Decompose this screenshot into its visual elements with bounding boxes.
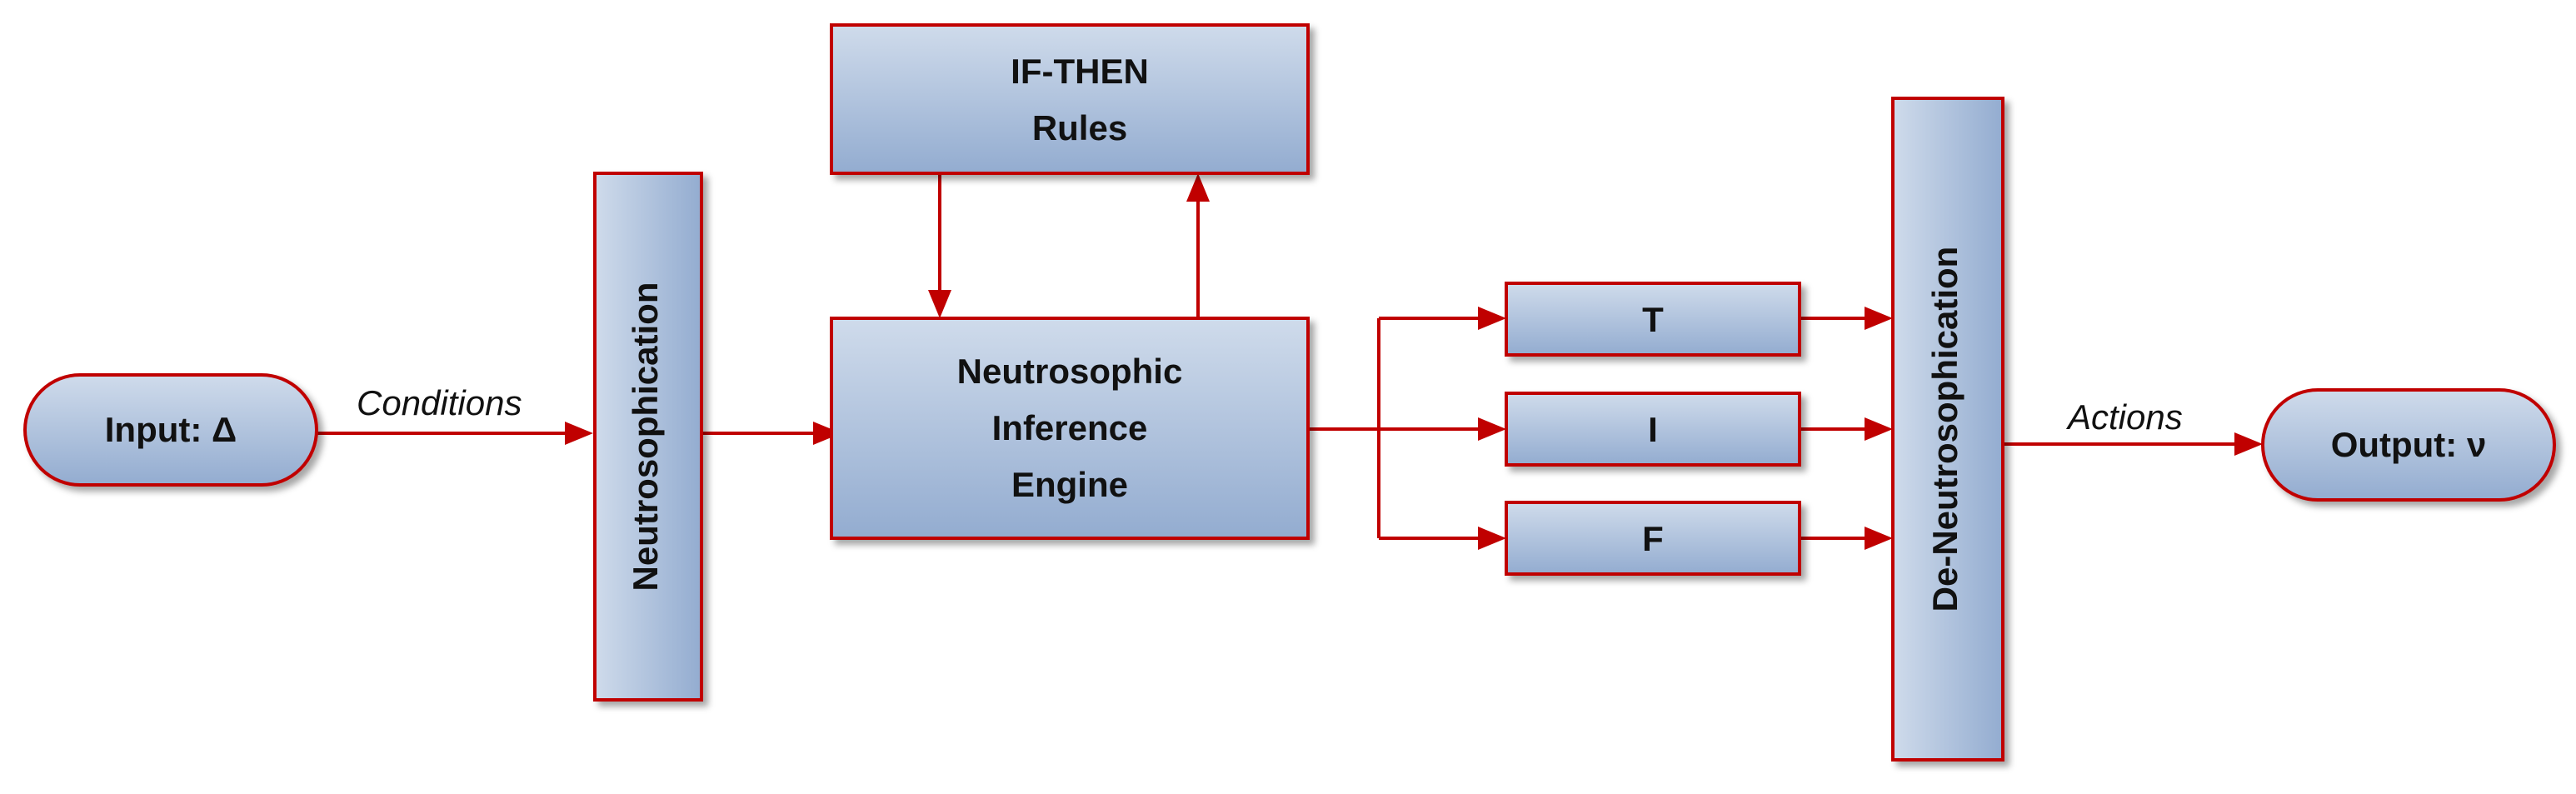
node-engine-label-line2: Inference bbox=[992, 408, 1148, 447]
node-output-label: Output: ν bbox=[2331, 425, 2487, 464]
arrowhead bbox=[928, 290, 951, 318]
arrowhead bbox=[1865, 417, 1893, 441]
node-i-label: I bbox=[1648, 410, 1658, 449]
node-rules-label-line2: Rules bbox=[1032, 108, 1127, 147]
arrowhead bbox=[1865, 307, 1893, 330]
edge-label-conditions: Conditions bbox=[357, 383, 522, 422]
node-f: F bbox=[1505, 501, 1801, 576]
node-input: Input: Δ bbox=[23, 373, 318, 487]
node-input-label: Input: Δ bbox=[105, 410, 237, 449]
node-i: I bbox=[1505, 392, 1801, 467]
node-rules-label-line1: IF-THEN bbox=[1011, 52, 1149, 91]
node-f-label: F bbox=[1642, 519, 1664, 558]
node-inference-engine: Neutrosophic Inference Engine bbox=[830, 317, 1310, 540]
arrowhead bbox=[1478, 417, 1506, 441]
arrowhead bbox=[1865, 527, 1893, 550]
node-t: T bbox=[1505, 282, 1801, 357]
node-t-label: T bbox=[1642, 300, 1664, 339]
node-engine-label-line3: Engine bbox=[1011, 465, 1128, 504]
node-de-neutrosophication: De-Neutrosophication bbox=[1891, 97, 2004, 762]
arrowhead bbox=[1478, 527, 1506, 550]
node-if-then-rules: IF-THEN Rules bbox=[830, 23, 1310, 175]
arrowhead bbox=[813, 422, 841, 445]
arrowhead bbox=[2234, 432, 2263, 456]
arrowhead bbox=[1478, 307, 1506, 330]
node-engine-label-line1: Neutrosophic bbox=[957, 352, 1183, 391]
edge-label-actions: Actions bbox=[2065, 397, 2183, 437]
node-output: Output: ν bbox=[2261, 388, 2556, 502]
node-neutrosophication: Neutrosophication bbox=[593, 172, 703, 702]
arrowhead bbox=[565, 422, 593, 445]
node-neutrosophication-label: Neutrosophication bbox=[626, 282, 665, 591]
edges bbox=[317, 173, 2263, 550]
node-de-neutrosophication-label: De-Neutrosophication bbox=[1925, 247, 1964, 612]
arrowhead bbox=[1186, 173, 1210, 202]
